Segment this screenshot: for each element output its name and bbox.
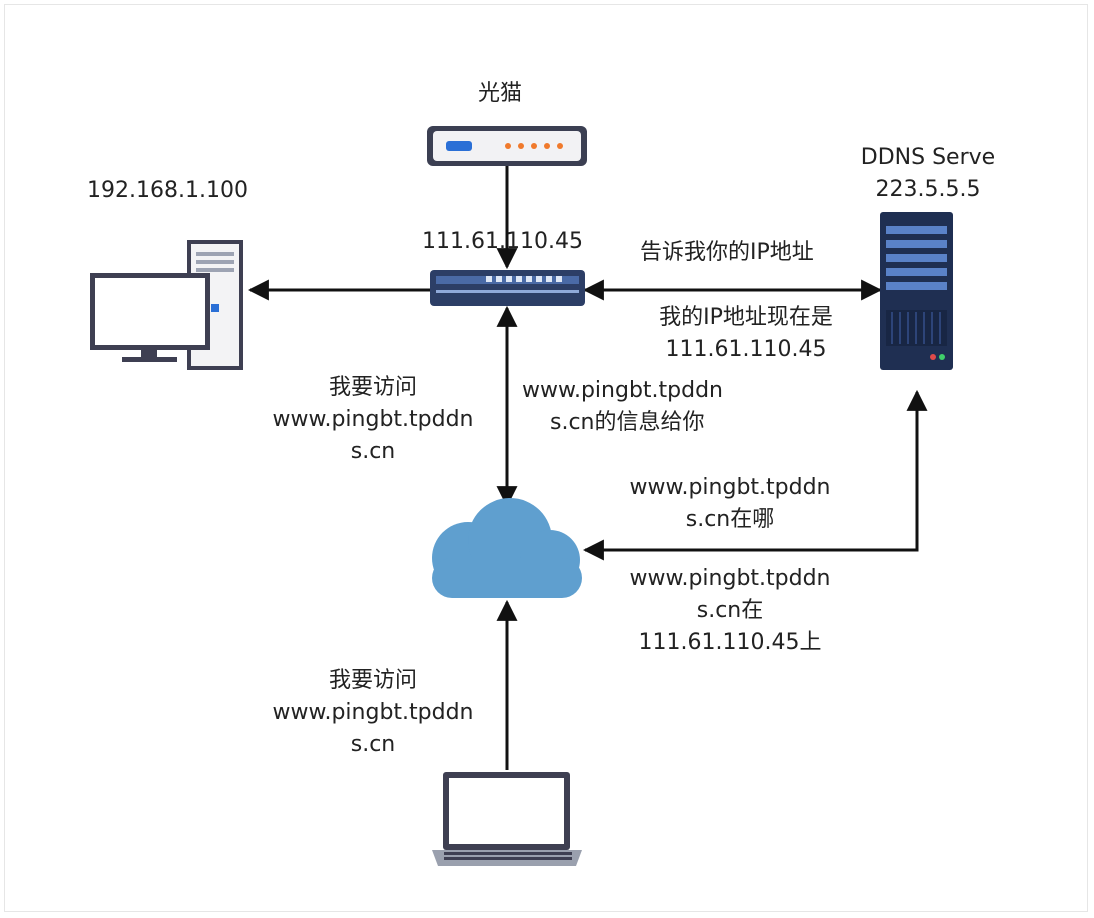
reply-ip-line2: 111.61.110.45	[665, 337, 827, 362]
answer-line1: www.pingbt.tpddn	[629, 566, 831, 591]
pc-ip-label: 192.168.1.100	[87, 178, 248, 203]
cloud-ddns-line	[582, 389, 928, 561]
router-to-cloud-message: www.pingbt.tpddn s.cn的信息给你	[522, 375, 723, 439]
ddns-server-label: DDNS Serve 223.5.5.5	[848, 142, 1008, 206]
connection-lines	[247, 165, 928, 770]
router-switch-icon	[430, 270, 585, 306]
router-to-cloud-line1: www.pingbt.tpddn	[522, 378, 723, 403]
laptop-icon	[432, 772, 582, 866]
left-request-line2: www.pingbt.tpddn	[272, 407, 474, 432]
left-request-message: 我要访问 www.pingbt.tpddn s.cn	[255, 372, 491, 468]
bottom-request-line2: www.pingbt.tpddn	[272, 700, 474, 725]
answer-line2: s.cn在	[696, 598, 764, 623]
reply-ip-message: 我的IP地址现在是 111.61.110.45	[638, 302, 854, 366]
left-request-line1: 我要访问	[328, 375, 417, 400]
ddns-server-name: DDNS Serve	[860, 145, 996, 170]
ddns-server-icon	[880, 212, 953, 370]
modem-label: 光猫	[478, 81, 523, 106]
answer-message: www.pingbt.tpddn s.cn在 111.61.110.45上	[612, 563, 848, 659]
bottom-request-line3: s.cn	[350, 732, 396, 757]
modem-icon	[427, 126, 587, 166]
ddns-server-ip: 223.5.5.5	[875, 177, 981, 202]
where-line2: s.cn在哪	[685, 507, 775, 532]
router-to-cloud-line2: s.cn的信息给你	[550, 410, 705, 435]
desktop-pc-icon	[90, 240, 243, 370]
where-message: www.pingbt.tpddn s.cn在哪	[612, 472, 848, 536]
diagram-frame	[4, 4, 1088, 912]
bottom-request-message: 我要访问 www.pingbt.tpddn s.cn	[255, 665, 491, 761]
ask-ip-message: 告诉我你的IP地址	[640, 240, 814, 265]
answer-line3: 111.61.110.45上	[638, 630, 822, 655]
bottom-request-line1: 我要访问	[328, 668, 417, 693]
router-ip-label: 111.61.110.45	[422, 229, 583, 254]
left-request-line3: s.cn	[350, 439, 396, 464]
where-line1: www.pingbt.tpddn	[629, 475, 831, 500]
internet-cloud-icon	[432, 498, 582, 598]
reply-ip-line1: 我的IP地址现在是	[659, 305, 833, 330]
